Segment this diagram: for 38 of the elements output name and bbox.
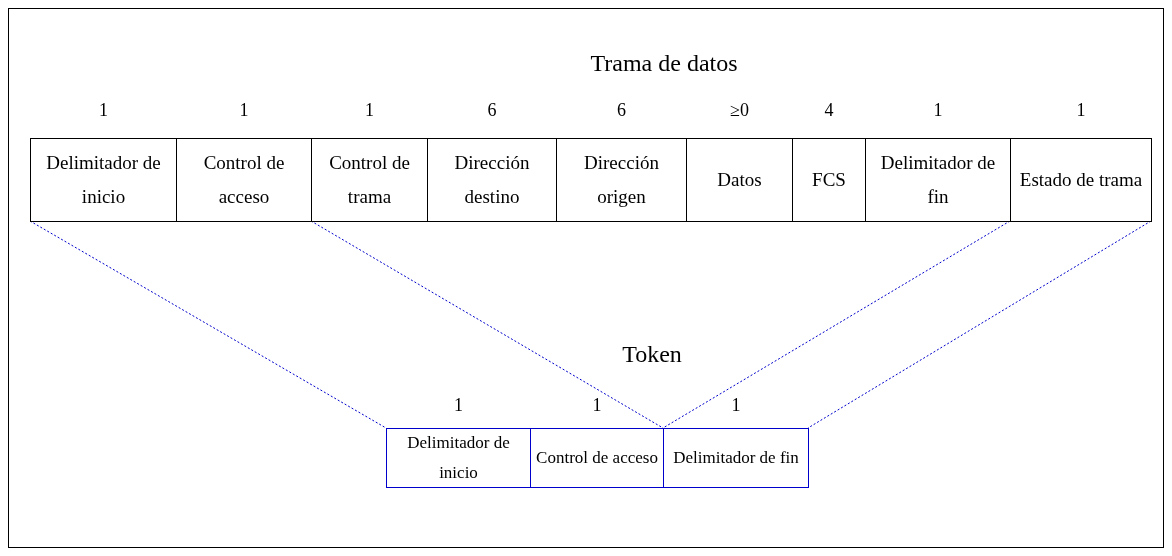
field-name: Delimitador de inicio <box>406 432 511 484</box>
field-size: 1 <box>454 395 463 415</box>
field-size: 1 <box>731 395 741 415</box>
field-cell <box>556 138 687 222</box>
field-name: FCS <box>811 168 847 192</box>
field-name: Delimitador de fin <box>672 447 800 469</box>
field-cell <box>686 138 793 222</box>
field-name: Dirección destino <box>453 151 531 209</box>
field-cell <box>427 138 557 222</box>
field-cell <box>30 138 177 222</box>
field-name: Delimitador de fin <box>879 151 997 209</box>
field-name: Control de acceso <box>202 151 286 209</box>
field-name: Datos <box>716 168 763 192</box>
field-cell <box>1010 138 1152 222</box>
field-cell <box>176 138 312 222</box>
field-size: ≥0 <box>730 100 749 120</box>
field-size: 1 <box>239 100 249 120</box>
field-name: Estado de trama <box>1018 168 1144 192</box>
field-name: Control de acceso <box>535 447 659 469</box>
frame-title: Token <box>622 341 682 368</box>
field-cell <box>663 428 809 488</box>
field-size: 1 <box>365 100 374 120</box>
field-cell <box>865 138 1011 222</box>
field-size: 1 <box>99 100 108 120</box>
field-name: Control de trama <box>328 151 411 209</box>
frame-title: Trama de datos <box>590 50 738 77</box>
field-size: 4 <box>824 100 834 120</box>
field-size: 1 <box>933 100 943 120</box>
field-cell <box>386 428 531 488</box>
field-size: 6 <box>487 100 497 120</box>
field-size: 1 <box>592 395 602 415</box>
field-size: 1 <box>1076 100 1086 120</box>
field-name: Dirección origen <box>583 151 660 209</box>
field-cell <box>311 138 428 222</box>
field-name: Delimitador de inicio <box>45 151 162 209</box>
field-size: 6 <box>617 100 626 120</box>
field-cell <box>792 138 866 222</box>
field-cell <box>530 428 664 488</box>
